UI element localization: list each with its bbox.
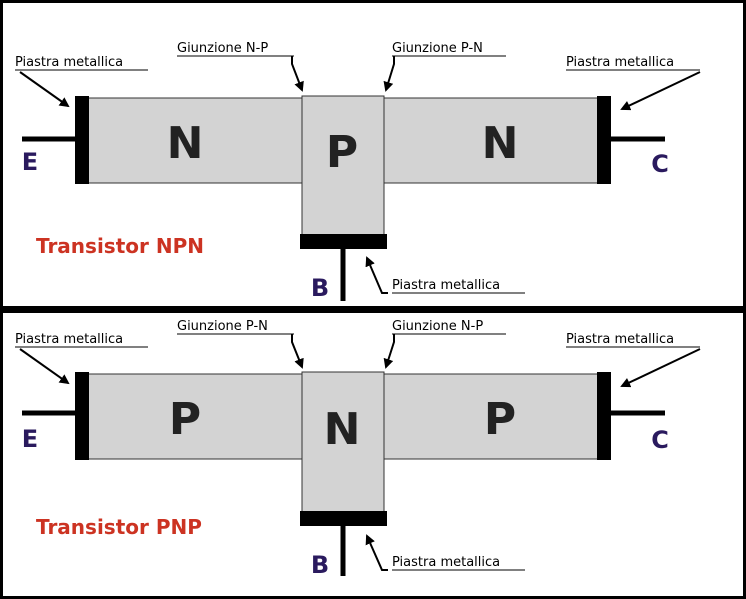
base-plate [300, 511, 387, 526]
plate-arrow-left [19, 348, 70, 385]
transistor-title: Transistor PNP [36, 515, 202, 539]
collector-region [383, 373, 599, 460]
emitter-region [87, 373, 303, 460]
collector-plate [597, 96, 611, 184]
emitter-region [87, 97, 303, 184]
collector-plate [597, 372, 611, 460]
junction-arrow-left [291, 56, 304, 92]
junction-label-left: Giunzione N-P [177, 41, 268, 56]
transistor-title: Transistor NPN [36, 234, 204, 258]
plate-arrow-right [620, 71, 701, 111]
region-letter-left: N [167, 118, 204, 169]
plate-label-base: Piastra metallica [392, 278, 500, 293]
plate-label-left: Piastra metallica [15, 332, 123, 347]
plate-arrow-left [19, 71, 70, 108]
junction-label-right: Giunzione P-N [392, 41, 483, 56]
panel-pnp: P N P E C B Transistor PNP Piastra metal… [3, 313, 743, 596]
junction-label-right: Giunzione N-P [392, 319, 483, 334]
plate-arrow-base [365, 256, 388, 294]
terminal-base-label: B [311, 551, 329, 579]
plate-label-right: Piastra metallica [566, 332, 674, 347]
region-letter-left: P [169, 394, 201, 445]
base-region [301, 95, 385, 237]
junction-label-left: Giunzione P-N [177, 319, 268, 334]
plate-label-right: Piastra metallica [566, 55, 674, 70]
terminal-collector-label: C [651, 426, 669, 454]
junction-arrow-right [383, 334, 395, 369]
region-letter-right: P [484, 394, 516, 445]
collector-region [383, 97, 599, 184]
panel-npn: N P N E C B Transistor NPN Piastra metal… [3, 3, 743, 306]
terminal-emitter-label: E [22, 148, 38, 176]
emitter-plate [75, 96, 89, 184]
region-letter-right: N [482, 118, 519, 169]
terminal-collector-label: C [651, 150, 669, 178]
terminal-emitter-label: E [22, 425, 38, 453]
plate-label-base: Piastra metallica [392, 555, 500, 570]
junction-arrow-right [383, 56, 395, 92]
region-letter-middle: N [324, 404, 361, 455]
plate-arrow-base [365, 534, 388, 571]
junction-arrow-left [291, 334, 304, 369]
base-plate [300, 234, 387, 249]
region-letter-middle: P [326, 127, 358, 178]
terminal-base-label: B [311, 274, 329, 302]
plate-arrow-right [620, 348, 701, 388]
plate-label-left: Piastra metallica [15, 55, 123, 70]
emitter-plate [75, 372, 89, 460]
